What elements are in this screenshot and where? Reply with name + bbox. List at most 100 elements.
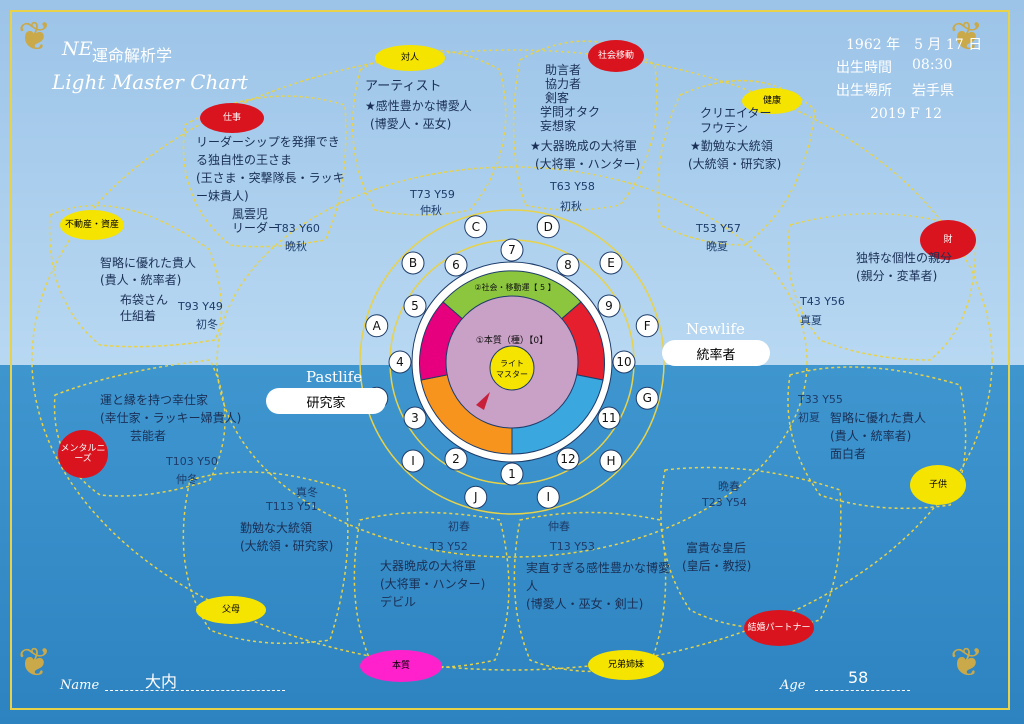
petal-9-line1: 勤勉な大統領 bbox=[240, 521, 313, 535]
petal-8-codes: T33 Y55 bbox=[798, 393, 843, 406]
petal-5-red2: 仕組着 bbox=[120, 309, 157, 323]
petal-10-line2: (大将軍・ハンター) bbox=[380, 577, 486, 591]
petal-2-codes: T63 Y58 bbox=[550, 180, 595, 193]
ring-number-label: 4 bbox=[396, 355, 404, 369]
petal-2-l5: 妄想家 bbox=[540, 119, 577, 133]
petal-11-line1: 実直すぎる感性豊かな博愛 bbox=[526, 561, 671, 575]
petal-5-line2: (貴人・統率者) bbox=[100, 273, 182, 287]
ring-number-label: G bbox=[643, 391, 652, 405]
petal-6-codes: T43 Y56 bbox=[800, 295, 845, 308]
birth-place-label: 出生場所 bbox=[836, 83, 892, 99]
petal-1-line2: (博愛人・巫女) bbox=[370, 117, 452, 131]
petal-7-codes: T103 Y50 bbox=[166, 455, 218, 468]
ring-number-label: F bbox=[644, 319, 651, 333]
name-label: Name bbox=[60, 678, 100, 693]
petal-11-line2: 人 bbox=[526, 579, 539, 593]
petal-outline-5 bbox=[48, 204, 223, 348]
petal-4-red: 風雲児 bbox=[232, 207, 269, 221]
age-underline bbox=[815, 690, 910, 691]
ring-number-circle bbox=[401, 251, 425, 275]
ornament-top-left-icon: ❦ bbox=[18, 14, 52, 60]
ring-number-label: 7 bbox=[508, 243, 516, 257]
petal-4-line2: る独自性の王さま bbox=[196, 153, 293, 167]
ring-number-label: J bbox=[473, 490, 478, 504]
ring-number-circle bbox=[597, 406, 621, 430]
petal-3-line1: ★勤勉な大統領 bbox=[690, 139, 773, 153]
petal-5-red: 布袋さん bbox=[120, 293, 169, 307]
ring-number-label: 12 bbox=[560, 452, 575, 466]
petal-8-line2: (貴人・統率者) bbox=[830, 429, 912, 443]
petal-9-codes: T113 Y51 bbox=[266, 500, 318, 513]
age-label: Age bbox=[780, 678, 806, 693]
tag-real-estate: 不動産・資産 bbox=[60, 210, 124, 240]
ring-number-circle bbox=[599, 449, 623, 473]
petal-outline-12 bbox=[660, 466, 842, 629]
petal-6-season: 真夏 bbox=[800, 314, 822, 327]
birth-date: 1962 年 5 月 17 日 bbox=[846, 37, 983, 53]
petal-10-line1: 大器晩成の大将軍 bbox=[380, 559, 477, 573]
petal-9-line2: (大統領・研究家) bbox=[240, 539, 334, 553]
ring-number-label: 3 bbox=[411, 411, 419, 425]
ring-number-label: B bbox=[409, 256, 417, 270]
petal-3-season: 晩夏 bbox=[706, 240, 728, 253]
ring-number-circle bbox=[599, 251, 623, 275]
tag-essence: 本質 bbox=[360, 650, 442, 682]
ring-number-label: D bbox=[544, 220, 553, 234]
ring-number-label: 8 bbox=[564, 258, 572, 272]
tag-marriage: 結婚パートナー bbox=[744, 610, 814, 646]
ring-number-label: 10 bbox=[616, 355, 631, 369]
petal-outline-4 bbox=[182, 95, 347, 248]
brand-title: 運命解析学 bbox=[92, 46, 173, 65]
petal-6-line1: 独特な個性の親分 bbox=[856, 251, 953, 265]
name-underline bbox=[105, 690, 285, 691]
petal-2-line2: (大将軍・ハンター) bbox=[535, 157, 641, 171]
petal-5-season: 初冬 bbox=[196, 318, 218, 331]
petal-11-season: 仲春 bbox=[548, 520, 570, 533]
tag-parents: 父母 bbox=[196, 596, 266, 624]
outer-ellipse bbox=[31, 49, 993, 671]
ring-number-circle bbox=[403, 294, 427, 318]
petal-11-codes: T13 Y53 bbox=[550, 540, 595, 553]
petal-5-codes: T93 Y49 bbox=[178, 300, 223, 313]
tag-siblings: 兄弟姉妹 bbox=[588, 650, 664, 680]
ring-number-label: A bbox=[373, 319, 382, 333]
petal-3-line2: (大統領・研究家) bbox=[688, 157, 782, 171]
center-dot bbox=[489, 345, 535, 391]
petal-12-line1: 富貴な皇后 bbox=[686, 541, 747, 555]
petal-outline-3 bbox=[656, 79, 816, 246]
petal-2-l4: 学問オタク bbox=[540, 105, 601, 119]
center-label: ライト マスター bbox=[496, 359, 528, 379]
tag-wealth: 財 bbox=[920, 220, 976, 260]
newlife-value: 統率者 bbox=[662, 340, 770, 366]
birth-time-label: 出生時間 bbox=[836, 60, 892, 76]
newlife-label: Newlife bbox=[686, 320, 745, 338]
tag-work: 仕事 bbox=[200, 103, 264, 133]
petal-4-line3: (王さま・突撃隊長・ラッキ bbox=[196, 171, 345, 185]
petal-outline-6 bbox=[787, 212, 977, 361]
petal-4-codes: T83 Y60 bbox=[275, 222, 320, 235]
petal-10-season: 初春 bbox=[448, 520, 470, 533]
petal-1-codes: T73 Y59 bbox=[410, 188, 455, 201]
petal-5-line1: 智略に優れた貴人 bbox=[100, 256, 197, 270]
ornament-bottom-right-icon: ❦ bbox=[950, 640, 984, 686]
petal-10-red: デビル bbox=[380, 595, 417, 609]
ring-number-circle bbox=[401, 449, 425, 473]
ring-number-circle bbox=[444, 447, 468, 471]
petal-11-line3: (博愛人・巫女・剣士) bbox=[526, 597, 644, 611]
segment-social-label: ②社会・移動運【 5 】 bbox=[474, 283, 556, 292]
petal-7-line2: (幸仕家・ラッキー婦貴人) bbox=[100, 411, 242, 425]
petal-7-line1: 運と縁を持つ幸仕家 bbox=[100, 393, 209, 407]
petal-2-l2: 協力者 bbox=[545, 77, 582, 91]
ring-number-label: 11 bbox=[601, 411, 616, 425]
tag-children: 子供 bbox=[910, 465, 966, 505]
name-value: 大内 bbox=[145, 672, 178, 691]
birth-time: 08:30 bbox=[912, 57, 953, 73]
petal-8-season: 初夏 bbox=[798, 411, 820, 424]
petal-3-title2: フウテン bbox=[700, 121, 749, 135]
ring-number-circle bbox=[556, 447, 580, 471]
ring-number-label: I bbox=[546, 490, 550, 504]
petal-8-red: 面白者 bbox=[830, 447, 867, 461]
pastlife-value: 研究家 bbox=[266, 388, 386, 414]
ornament-bottom-left-icon: ❦ bbox=[18, 640, 52, 686]
